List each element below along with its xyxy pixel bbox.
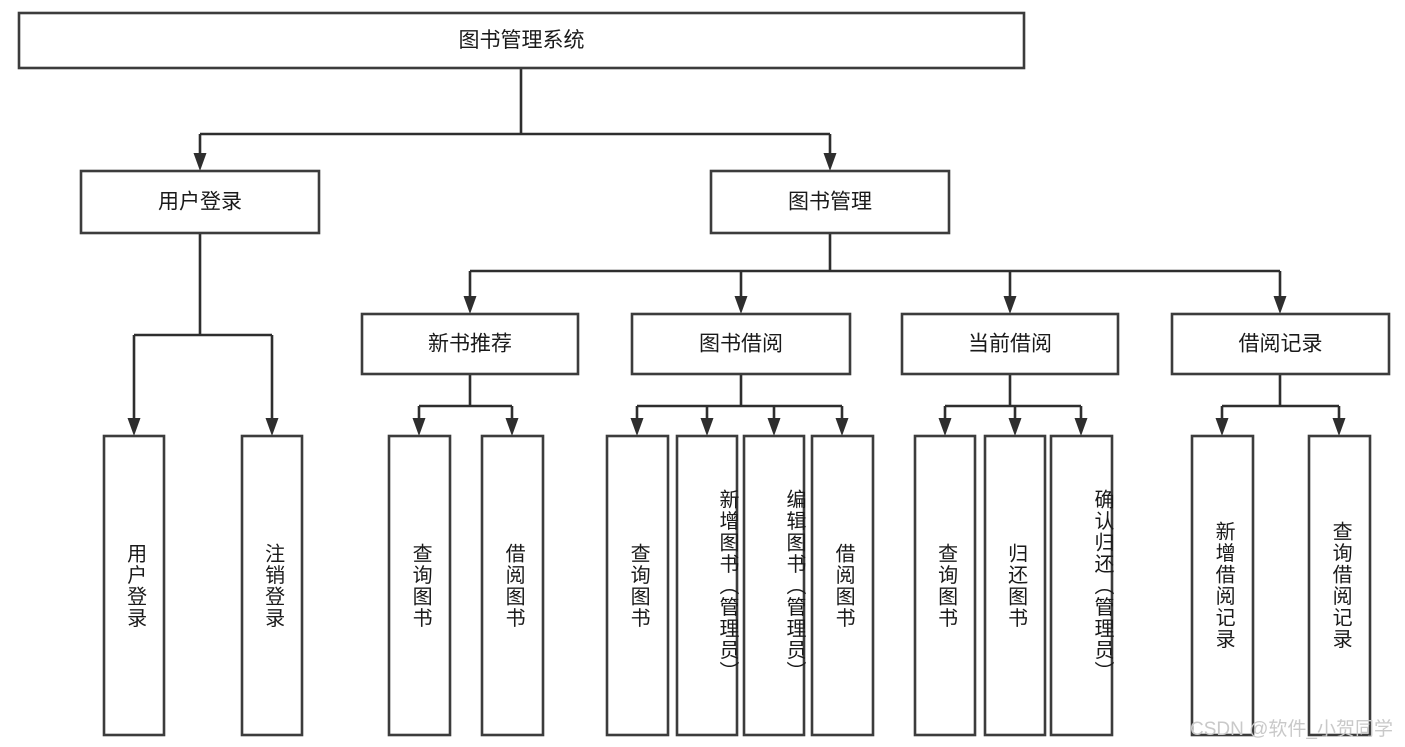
node-label-new-book-recommend: 新书推荐: [428, 333, 512, 356]
level2-node-book-borrow[interactable]: [630, 312, 852, 376]
leaf-node-leaf-add-borrow-record[interactable]: [1190, 434, 1255, 737]
leaf-node-leaf-query-book-current[interactable]: [913, 434, 977, 737]
arrow-head-icon: [835, 418, 849, 436]
node-label-book-borrow: 图书借阅: [699, 333, 783, 356]
leaf-node-leaf-borrow-book[interactable]: [810, 434, 875, 737]
arrow-head-icon: [412, 418, 426, 436]
arrow-head-icon: [1273, 296, 1287, 314]
connector-group-new-book-recommend-to-leaves: [412, 374, 519, 436]
level2-node-new-book-recommend[interactable]: [360, 312, 580, 376]
arrow-head-icon: [1332, 418, 1346, 436]
connector-group-current-borrow-to-leaves: [938, 374, 1088, 436]
leaf-node-leaf-logout[interactable]: [240, 434, 304, 737]
node-label-borrow-record: 借阅记录: [1239, 333, 1323, 356]
leaf-node-leaf-add-book[interactable]: [675, 434, 739, 737]
arrow-head-icon: [823, 153, 837, 171]
leaf-node-leaf-edit-book[interactable]: [742, 434, 806, 737]
leaf-node-leaf-query-book-borrow[interactable]: [605, 434, 670, 737]
connector-group-borrow-record-to-leaves: [1215, 374, 1346, 436]
level1-node-book-management[interactable]: [709, 169, 951, 235]
node-box-layer: [17, 11, 1391, 737]
node-label-current-borrow: 当前借阅: [968, 333, 1052, 356]
arrow-head-icon: [700, 418, 714, 436]
connector-group-root-to-level1: [193, 68, 837, 171]
leaf-node-leaf-borrow-book-recommend[interactable]: [480, 434, 545, 737]
arrow-head-icon: [1074, 418, 1088, 436]
arrow-head-icon: [505, 418, 519, 436]
connector-group-book-borrow-to-leaves: [630, 374, 849, 436]
arrow-head-icon: [463, 296, 477, 314]
arrow-head-icon: [127, 418, 141, 436]
arrow-head-icon: [1215, 418, 1229, 436]
root-node-root[interactable]: [17, 11, 1026, 70]
leaf-node-leaf-confirm-return[interactable]: [1049, 434, 1114, 737]
arrow-head-icon: [767, 418, 781, 436]
level1-node-user-login[interactable]: [79, 169, 321, 235]
watermark-text: CSDN @软件_小贺同学: [1190, 719, 1393, 740]
leaf-node-leaf-return-book[interactable]: [983, 434, 1047, 737]
node-label-root: 图书管理系统: [459, 29, 585, 52]
level2-node-current-borrow[interactable]: [900, 312, 1120, 376]
arrow-head-icon: [630, 418, 644, 436]
arrow-head-icon: [1008, 418, 1022, 436]
node-label-book-management: 图书管理: [788, 191, 872, 214]
connector-layer: [127, 68, 1346, 436]
leaf-node-leaf-query-book-recommend[interactable]: [387, 434, 452, 737]
arrow-head-icon: [938, 418, 952, 436]
leaf-node-leaf-query-borrow-record[interactable]: [1307, 434, 1372, 737]
arrow-head-icon: [734, 296, 748, 314]
connector-group-user-login-to-leaves: [127, 233, 279, 436]
level2-node-borrow-record[interactable]: [1170, 312, 1391, 376]
leaf-node-leaf-user-login[interactable]: [102, 434, 166, 737]
node-label-user-login: 用户登录: [158, 191, 242, 214]
arrow-head-icon: [1003, 296, 1017, 314]
connector-group-book-management-to-level2: [463, 233, 1287, 314]
arrow-head-icon: [265, 418, 279, 436]
arrow-head-icon: [193, 153, 207, 171]
